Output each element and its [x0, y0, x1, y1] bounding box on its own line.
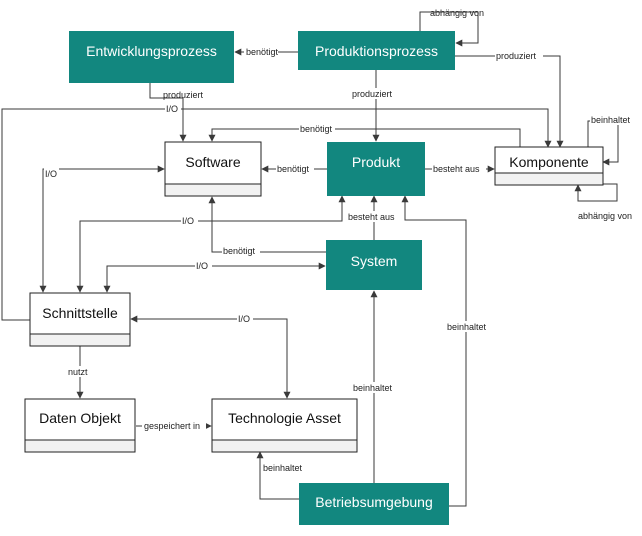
node-schnittstelle[interactable]: Schnittstelle — [29, 292, 131, 347]
edge-label-produktionsprozess-self: abhängig von — [430, 8, 484, 18]
edge-label-io-left: I/O — [45, 169, 57, 179]
edge-io-top: I/O — [1, 103, 552, 321]
edge-io-left: I/O — [39, 165, 165, 293]
edge-label-io-system-schnittstelle: I/O — [196, 261, 208, 271]
node-daten-objekt[interactable]: Daten Objekt — [24, 398, 136, 453]
node-label-betriebsumgebung: Betriebsumgebung — [315, 494, 433, 510]
edge-label-komponente-self: abhängig von — [578, 211, 632, 221]
edge-label-komponente-to-software: benötigt — [300, 124, 333, 134]
edge-io-system-schnittstelle: I/O — [103, 260, 326, 293]
edge-system-to-software: benötigt — [208, 196, 326, 256]
edge-produktion-to-produkt: produziert — [350, 70, 400, 142]
edge-entwicklung-to-software: produziert — [149, 82, 204, 142]
edge-produkt-to-software: benötigt — [261, 163, 327, 174]
edge-label-io-top: I/O — [166, 104, 178, 114]
edge-system-to-produkt: besteht aus — [346, 195, 402, 240]
node-entwicklungsprozess[interactable]: Entwicklungsprozess — [69, 31, 234, 83]
edge-label-produktion-to-komponente: produziert — [496, 51, 537, 61]
node-komponente[interactable]: Komponente — [494, 146, 604, 186]
edge-io-schnittstelle-technologie: I/O — [130, 313, 291, 399]
edge-label-betrieb-to-produkt: beinhaltet — [447, 322, 487, 332]
edge-label-produktion-to-entwicklung: benötigt — [246, 47, 279, 57]
node-label-produkt: Produkt — [352, 154, 400, 170]
edge-label-betrieb-to-system: beinhaltet — [353, 383, 393, 393]
node-label-system: System — [351, 253, 398, 269]
edge-label-system-to-software: benötigt — [223, 246, 256, 256]
edge-schnittstelle-to-daten: nutzt — [67, 346, 93, 399]
node-label-daten-objekt: Daten Objekt — [39, 410, 121, 426]
node-label-technologie-asset: Technologie Asset — [228, 410, 341, 426]
edge-komponente-to-software: benötigt — [208, 123, 521, 147]
edge-produkt-to-komponente: besteht aus — [425, 163, 495, 174]
edge-label-produktion-to-produkt: produziert — [352, 89, 393, 99]
edge-label-produkt-to-software: benötigt — [277, 164, 310, 174]
edge-label-betrieb-to-technologie: beinhaltet — [263, 463, 303, 473]
node-label-entwicklungsprozess: Entwicklungsprozess — [86, 43, 217, 59]
node-produktionsprozess[interactable]: Produktionsprozess — [298, 31, 455, 70]
edge-label-io-schnittstelle-produkt: I/O — [182, 216, 194, 226]
edge-daten-to-technologie: gespeichert in — [136, 420, 212, 431]
edge-label-daten-to-technologie: gespeichert in — [144, 421, 200, 431]
edge-betrieb-to-technologie: beinhaltet — [256, 451, 306, 500]
edge-label-io-schnittstelle-technologie: I/O — [238, 314, 250, 324]
edge-komponente-self: abhängig von — [574, 183, 632, 221]
edge-label-komponente-beinhaltet: beinhaltet — [591, 115, 631, 125]
node-technologie-asset[interactable]: Technologie Asset — [211, 398, 358, 453]
node-software[interactable]: Software — [164, 141, 262, 197]
edge-komponente-beinhaltet: beinhaltet — [587, 114, 631, 166]
node-label-schnittstelle: Schnittstelle — [42, 305, 118, 321]
node-label-komponente: Komponente — [509, 154, 589, 170]
edge-produktionsprozess-self: abhängig von — [419, 8, 484, 47]
edge-io-schnittstelle-produkt: I/O — [76, 195, 346, 293]
edge-label-produkt-to-komponente: besteht aus — [433, 164, 480, 174]
edge-label-entwicklung-to-software: produziert — [163, 90, 204, 100]
node-label-produktionsprozess: Produktionsprozess — [315, 43, 438, 59]
node-betriebsumgebung[interactable]: Betriebsumgebung — [299, 483, 449, 525]
edge-betrieb-to-system: beinhaltet — [352, 290, 398, 483]
edge-label-schnittstelle-to-daten: nutzt — [68, 367, 88, 377]
edge-betrieb-to-produkt: beinhaltet — [401, 195, 490, 507]
node-label-software: Software — [185, 154, 240, 170]
node-system[interactable]: System — [326, 240, 422, 290]
node-produkt[interactable]: Produkt — [327, 142, 425, 196]
edge-produktion-to-entwicklung: benötigt — [234, 46, 298, 57]
edge-produktion-to-komponente: produziert — [455, 50, 564, 148]
edge-label-system-to-produkt: besteht aus — [348, 212, 395, 222]
